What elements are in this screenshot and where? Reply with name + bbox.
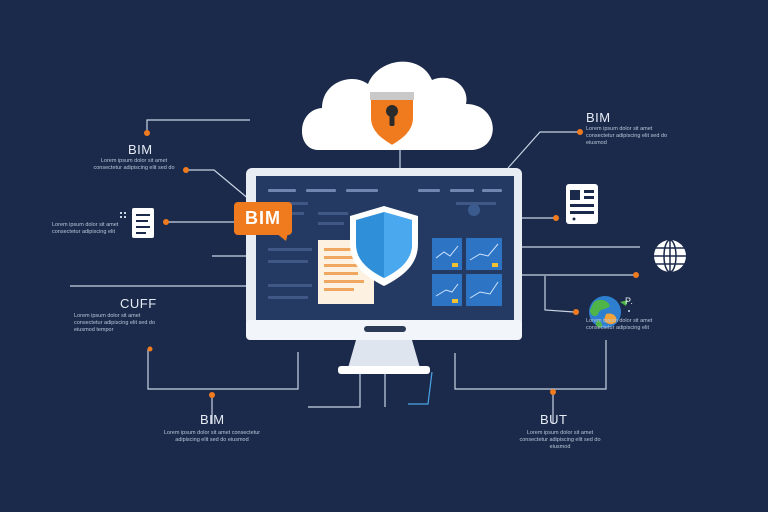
globe-icon [654, 239, 686, 273]
dot-bottom-right [550, 389, 556, 395]
caption-top-right: Lorem ipsum dolor sit amet consectetur a… [586, 126, 668, 146]
padlock-shield-icon [369, 91, 415, 148]
connector-bottom-left-loop [147, 349, 299, 390]
chart-panels [432, 204, 502, 306]
label-top-left: BIM [128, 142, 153, 157]
caption-right-globe: Lorem ipsum dolor sit amet consectetur a… [586, 318, 653, 331]
dot-bottom-left [209, 392, 215, 398]
caption-bottom-left: Lorem ipsum dolor sit amet consectetur a… [163, 430, 261, 443]
label-right-globe: P. [625, 296, 634, 306]
connector-left-badge [186, 169, 251, 201]
document-icon [120, 208, 154, 238]
dot-server [553, 215, 559, 221]
label-bottom-right: BUT [540, 412, 568, 427]
caption-mid-left: Lorem ipsum dolor sit amet consectetur a… [74, 313, 156, 333]
label-top-right: BIM [586, 110, 611, 125]
bim-badge: BIM [234, 202, 292, 235]
connector-bottom-blue [408, 371, 433, 405]
badge-tail [276, 233, 288, 241]
earth-icon [589, 296, 628, 328]
caption-bottom-right: Lorem ipsum dolor sit amet consectetur a… [519, 430, 601, 450]
server-icon [566, 184, 598, 224]
dot-top-right [577, 129, 583, 135]
connector-earth [544, 276, 575, 313]
connector-top-left [146, 119, 250, 133]
connector-bottom-right-loop [454, 340, 607, 390]
label-bottom-left: BIM [200, 412, 225, 427]
caption-doc-left: Lorem ipsum dolor sit amet consectetur a… [52, 222, 119, 235]
dot-top-left [144, 130, 150, 136]
security-shield-icon [350, 206, 418, 286]
connector-top-right [507, 131, 580, 169]
caption-top-left: Lorem ipsum dolor sit amet consectetur a… [93, 158, 175, 171]
dot-earth [573, 309, 579, 315]
dot-globe [633, 272, 639, 278]
dot-doc-left [163, 219, 169, 225]
connector-bottom-center-left [308, 372, 361, 408]
dot-left [183, 167, 189, 173]
label-mid-left: CUFF [120, 296, 157, 311]
dot-mid-left [147, 346, 153, 352]
